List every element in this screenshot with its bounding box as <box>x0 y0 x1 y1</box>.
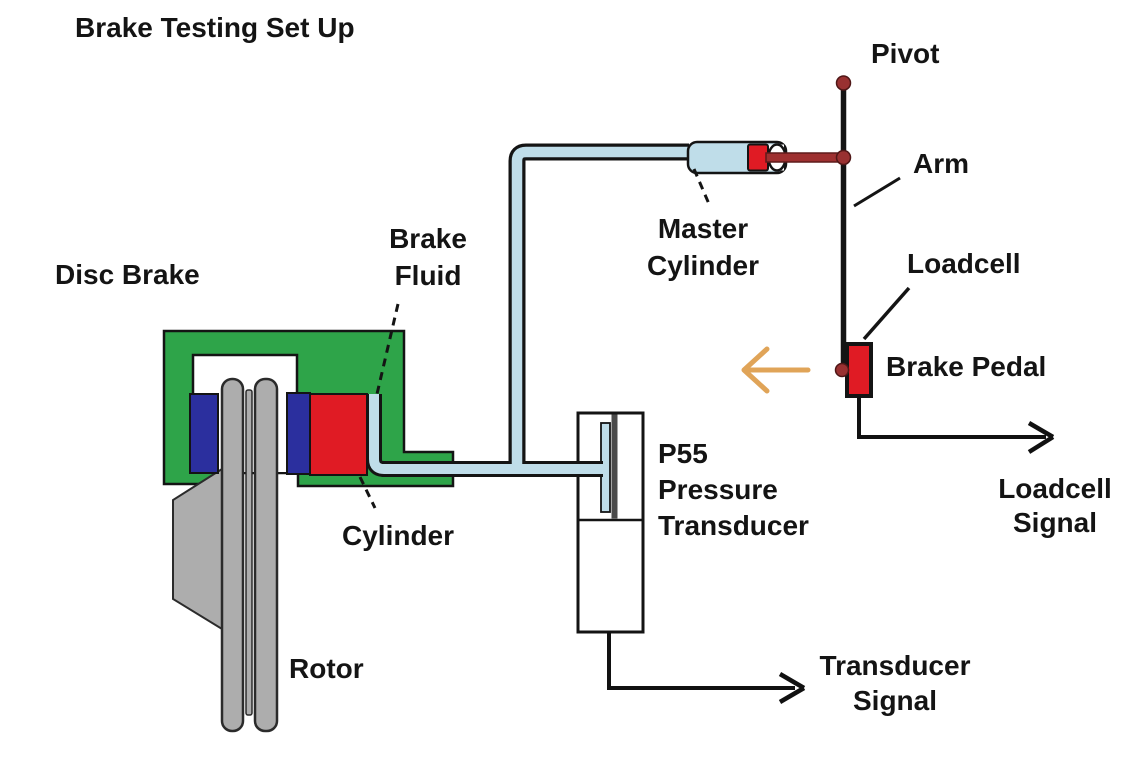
master-cylinder-label: Master Cylinder <box>646 213 760 281</box>
loadcell-signal-label: Loadcell Signal <box>998 473 1112 538</box>
loadcell-signal-line <box>857 396 1046 439</box>
rotor-disc-left <box>220 377 245 733</box>
brake-line-caliper-fluid <box>369 394 603 474</box>
master-cylinder-piston <box>747 143 769 172</box>
loadcell-label: Loadcell <box>907 248 1021 279</box>
transducer-signal-line <box>607 632 795 690</box>
brake-pad-left <box>189 393 219 474</box>
rod-joint-dot <box>835 149 852 166</box>
transducer-diaphragm-bar <box>611 414 618 519</box>
arm-label: Arm <box>913 148 970 179</box>
cylinder-label: Cylinder <box>342 520 455 551</box>
master-cylinder-pointer <box>692 168 711 205</box>
rotor-hub-shape <box>172 467 223 631</box>
loadcell-pointer <box>862 286 911 341</box>
transducer-signal-arrow-icon <box>778 672 806 704</box>
pressure-transducer-label: P55 Pressure Transducer <box>658 438 809 541</box>
disc-brake-label: Disc Brake <box>55 259 200 290</box>
rotor-label: Rotor <box>289 653 364 684</box>
cylinder-pointer <box>358 476 377 509</box>
pivot-label: Pivot <box>871 38 940 69</box>
caliper-notch <box>193 355 297 396</box>
brake-pad-right <box>286 392 311 475</box>
loadcell-signal-arrow-icon <box>1027 421 1055 454</box>
transducer-signal-label: Transducer Signal <box>819 650 971 716</box>
brake-line-master-fluid <box>511 146 689 464</box>
brake-pedal-label: Brake Pedal <box>886 351 1047 382</box>
caliper-notch-outline <box>191 353 299 396</box>
pedal-joint-dot <box>834 362 850 378</box>
wheel-cylinder-shape <box>309 393 368 476</box>
rotor-center-strip <box>245 389 253 716</box>
loadcell-pedal-shape <box>845 342 873 398</box>
piston-rod <box>765 152 845 163</box>
pivot-joint-dot <box>835 75 852 91</box>
brake-fluid-pointer <box>375 303 400 395</box>
pedal-force-arrow-icon <box>741 346 811 394</box>
diagram-title: Brake Testing Set Up <box>75 12 355 43</box>
rotor-disc-right <box>253 377 279 733</box>
arm-pointer <box>853 176 901 208</box>
pressure-transducer-body <box>576 411 645 634</box>
brake-fluid-label: Brake Fluid <box>389 223 467 291</box>
